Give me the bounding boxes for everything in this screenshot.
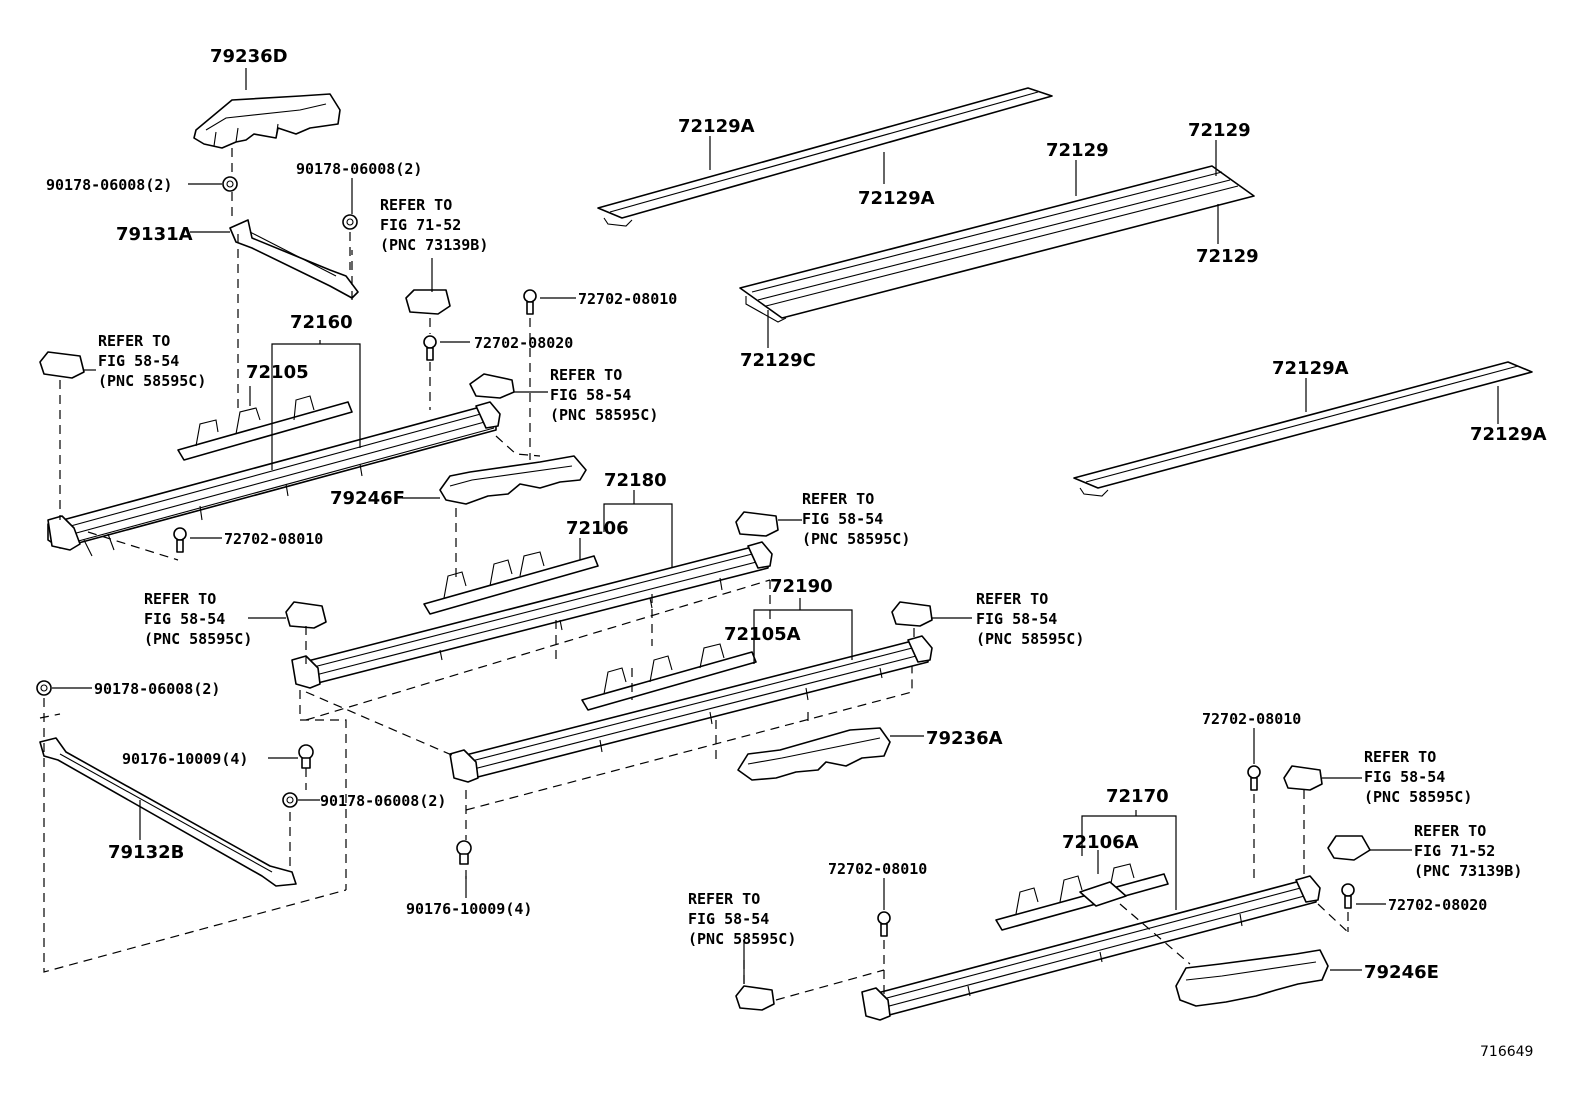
part-labels: 79236D 79131A 72160 72105 79246F 72180 7… bbox=[108, 46, 1547, 983]
slider-72106A bbox=[995, 863, 1169, 931]
leader-lines bbox=[52, 68, 1499, 984]
slider-72105 bbox=[177, 395, 353, 461]
label-79236A: 79236A bbox=[926, 728, 1003, 749]
assembly-lines bbox=[39, 148, 1351, 1001]
label-72129A-c: 72129A bbox=[1272, 358, 1349, 379]
rail-72170 bbox=[861, 875, 1321, 1021]
bolt-icon bbox=[298, 744, 314, 769]
label-79131A: 79131A bbox=[116, 224, 193, 245]
bolt-icon bbox=[173, 527, 187, 553]
label-fastener-4: 72702-08020 bbox=[474, 334, 573, 352]
label-72105: 72105 bbox=[246, 362, 309, 383]
label-79246F: 79246F bbox=[330, 488, 405, 509]
bracket-79236D bbox=[193, 93, 341, 149]
rod-79131A bbox=[229, 219, 359, 299]
label-72106: 72106 bbox=[566, 518, 629, 539]
strip-72129 bbox=[739, 165, 1255, 323]
fastener-icons bbox=[36, 176, 1355, 937]
label-79132B: 79132B bbox=[108, 842, 184, 863]
label-72105A: 72105A bbox=[724, 624, 801, 645]
bolt-icon bbox=[1341, 883, 1355, 909]
slider-72106 bbox=[423, 551, 599, 615]
nut-icon bbox=[222, 176, 238, 192]
fastener-labels: 90178-06008(2) 90178-06008(2) 72702-0801… bbox=[46, 160, 1487, 918]
label-72180: 72180 bbox=[604, 470, 667, 491]
bolt-icon bbox=[877, 911, 891, 937]
label-fastener-9: 90176-10009(4) bbox=[406, 900, 532, 918]
label-79236D: 79236D bbox=[210, 46, 288, 67]
strip-72129A-lower bbox=[1073, 361, 1533, 497]
nut-icon bbox=[342, 214, 358, 230]
label-fastener-8: 90178-06008(2) bbox=[320, 792, 446, 810]
bolt-icon bbox=[1247, 765, 1261, 791]
label-79246E: 79246E bbox=[1364, 962, 1439, 983]
label-72129A-b: 72129A bbox=[858, 188, 935, 209]
nut-icon bbox=[282, 792, 298, 808]
label-fastener-12: 72702-08020 bbox=[1388, 896, 1487, 914]
label-fastener-2: 90178-06008(2) bbox=[296, 160, 422, 178]
rail-72180 bbox=[291, 541, 773, 689]
bracket-79246F bbox=[439, 455, 587, 505]
label-fastener-5: 72702-08010 bbox=[224, 530, 323, 548]
nut-icon bbox=[36, 680, 52, 696]
bolt-icon bbox=[456, 840, 472, 865]
label-72170: 72170 bbox=[1106, 786, 1169, 807]
label-72106A: 72106A bbox=[1062, 832, 1139, 853]
bolt-icon bbox=[523, 289, 537, 315]
label-fastener-7: 90176-10009(4) bbox=[122, 750, 248, 768]
label-72129A-d: 72129A bbox=[1470, 424, 1547, 445]
label-fastener-1: 90178-06008(2) bbox=[46, 176, 172, 194]
label-fastener-11: 72702-08010 bbox=[828, 860, 927, 878]
rail-72190 bbox=[449, 635, 933, 783]
label-72129A-a: 72129A bbox=[678, 116, 755, 137]
label-72129-a: 72129 bbox=[1046, 140, 1109, 161]
label-72129-b: 72129 bbox=[1188, 120, 1251, 141]
label-fastener-10: 72702-08010 bbox=[1202, 710, 1301, 728]
label-72190: 72190 bbox=[770, 576, 833, 597]
rod-79132B bbox=[39, 737, 297, 887]
pad-parts bbox=[39, 289, 1371, 1011]
bracket-79236A bbox=[737, 727, 891, 781]
rail-72160 bbox=[47, 401, 501, 557]
figure-code: 716649 bbox=[1480, 1044, 1533, 1060]
label-fastener-6: 90178-06008(2) bbox=[94, 680, 220, 698]
slider-72105A bbox=[581, 643, 757, 711]
label-fastener-3: 72702-08010 bbox=[578, 290, 677, 308]
strip-72129A-upper bbox=[597, 87, 1053, 227]
bracket-79246E bbox=[1175, 949, 1329, 1007]
bolt-icon bbox=[423, 335, 437, 361]
label-72160: 72160 bbox=[290, 312, 353, 333]
label-72129C: 72129C bbox=[740, 350, 816, 371]
label-72129-c: 72129 bbox=[1196, 246, 1259, 267]
